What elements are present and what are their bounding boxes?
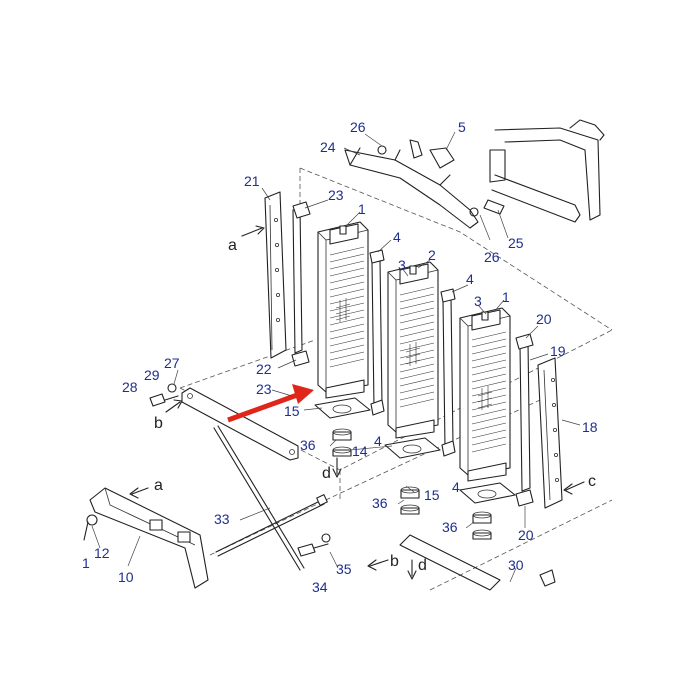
callout-5-top: 5 bbox=[458, 119, 466, 135]
callout-36-b: 36 bbox=[372, 495, 388, 511]
view-letter-b-bottom: b bbox=[390, 553, 399, 570]
lower-right-frame bbox=[399, 534, 556, 591]
callout-20-bottom: 20 bbox=[518, 527, 534, 543]
callout-26-top: 26 bbox=[350, 119, 366, 135]
radiator-core-right bbox=[459, 307, 511, 482]
callout-23-mid: 23 bbox=[256, 381, 272, 397]
callout-19: 19 bbox=[550, 343, 566, 359]
view-letter-a-left: a bbox=[228, 237, 237, 254]
callout-14: 14 bbox=[352, 443, 368, 459]
tie-rod-33 bbox=[213, 425, 328, 571]
callout-15-b: 15 bbox=[424, 487, 440, 503]
lower-left-frame bbox=[83, 487, 209, 589]
radiator-core-left bbox=[317, 221, 369, 399]
seal-strips-4 bbox=[369, 249, 456, 457]
leader-lines bbox=[91, 131, 581, 583]
callout-2: 2 bbox=[428, 247, 436, 263]
callout-3-b: 3 bbox=[474, 293, 482, 309]
callout-18: 18 bbox=[582, 419, 598, 435]
view-letters: a b d c a b d bbox=[154, 237, 596, 574]
callout-4-a: 4 bbox=[393, 229, 401, 245]
rubber-cushions-36 bbox=[332, 428, 492, 540]
left-side-plate-21 bbox=[264, 191, 287, 359]
callout-labels: 26 5 24 21 23 1 4 2 3 4 3 1 26 25 20 19 … bbox=[82, 119, 598, 595]
callout-26: 26 bbox=[484, 249, 500, 265]
callout-1-left: 1 bbox=[358, 201, 366, 217]
callout-1-right: 1 bbox=[502, 289, 510, 305]
upper-frame-bracket bbox=[344, 119, 605, 229]
right-side-plate-18 bbox=[537, 357, 563, 509]
callout-10: 10 bbox=[118, 569, 134, 585]
callout-27: 27 bbox=[164, 355, 180, 371]
callout-33: 33 bbox=[214, 511, 230, 527]
callout-4-c: 4 bbox=[374, 433, 382, 449]
callout-36-c: 36 bbox=[442, 519, 458, 535]
view-letter-c-right: c bbox=[588, 473, 596, 490]
callout-36-a: 36 bbox=[300, 437, 316, 453]
view-arrows bbox=[129, 225, 585, 580]
callout-25: 25 bbox=[508, 235, 524, 251]
callout-22: 22 bbox=[256, 361, 272, 377]
callout-20-top: 20 bbox=[536, 311, 552, 327]
callout-21: 21 bbox=[244, 173, 260, 189]
bottom-bolts bbox=[297, 533, 331, 557]
callout-30: 30 bbox=[508, 557, 524, 573]
seal-strip-right bbox=[515, 333, 534, 507]
view-letter-a-bottom: a bbox=[154, 477, 163, 494]
callout-35: 35 bbox=[336, 561, 352, 577]
lower-brace-bar bbox=[149, 383, 299, 461]
support-plates bbox=[314, 397, 516, 504]
callout-29: 29 bbox=[144, 367, 160, 383]
callout-4-b: 4 bbox=[466, 271, 474, 287]
callout-24: 24 bbox=[320, 139, 336, 155]
callout-34: 34 bbox=[312, 579, 328, 595]
view-letter-b-left: b bbox=[154, 415, 163, 432]
callout-28: 28 bbox=[122, 379, 138, 395]
callout-12: 12 bbox=[94, 545, 110, 561]
callout-15-a: 15 bbox=[284, 403, 300, 419]
highlight-arrow bbox=[227, 384, 314, 423]
view-letter-d-bottom: d bbox=[418, 557, 427, 574]
callout-1-bottom: 1 bbox=[82, 555, 90, 571]
view-letter-d-mid: d bbox=[322, 465, 331, 482]
callout-3-a: 3 bbox=[398, 257, 406, 273]
callout-4-d: 4 bbox=[452, 479, 460, 495]
callout-23-top: 23 bbox=[328, 187, 344, 203]
seal-strip-left bbox=[291, 201, 311, 367]
radiator-core-middle bbox=[387, 261, 439, 439]
